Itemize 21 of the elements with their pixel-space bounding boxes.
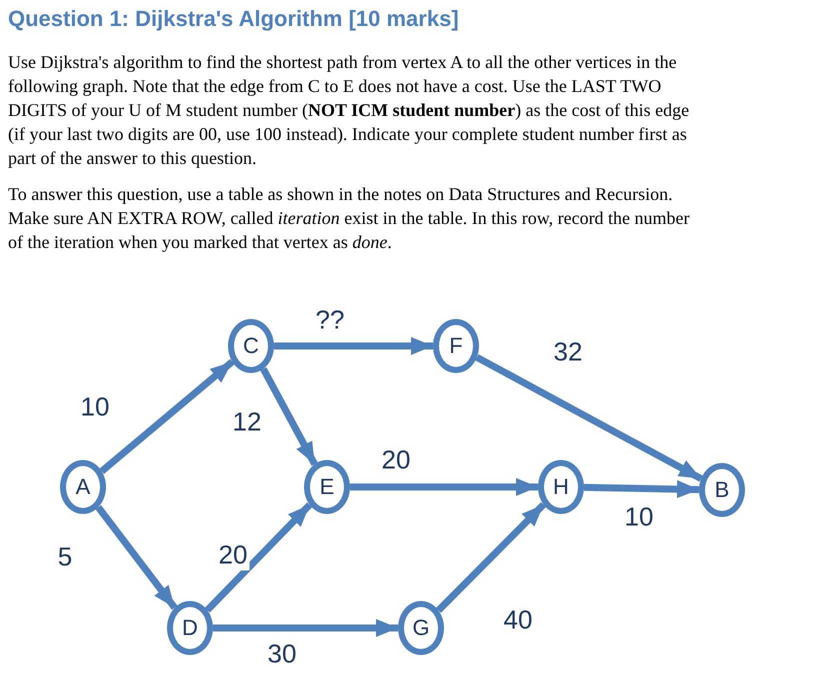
vertex-circle: H xyxy=(538,460,584,514)
arrow xyxy=(475,354,703,482)
arrow xyxy=(99,359,235,474)
arrow xyxy=(213,619,398,637)
vertex-circle: C xyxy=(228,319,274,373)
vertex-circle: A xyxy=(60,460,106,514)
arrow xyxy=(350,478,538,496)
arrow xyxy=(436,502,546,613)
vertex-circle: B xyxy=(699,463,745,517)
vertex-circle: F xyxy=(433,319,479,373)
question-title: Question 1: Dijkstra's Algorithm [10 marks] xyxy=(8,6,459,32)
arrow xyxy=(260,367,318,466)
arrow xyxy=(96,505,178,610)
question-paragraph: To answer this question, use a table as shown in the notes on Data Structures and Recursion. Make sure AN EXTRA ROW, called iteration exist in the table. In this row, record the number of the iteration when you marked that vertex as done. xyxy=(8,183,691,254)
vertex-circle: G xyxy=(398,601,444,655)
arrow xyxy=(584,480,700,498)
vertex-circle: E xyxy=(304,460,350,514)
vertex-circle: D xyxy=(167,601,213,655)
arrow xyxy=(274,337,433,355)
arrow xyxy=(204,502,312,613)
question-paragraph: Use Dijkstra's algorithm to find the shortest path from vertex A to all the other vertices in the following graph. Note that the edge from C to E does not have a cost. Use the LAST TWO DIGITS of your U of M student number (NOT ICM student number) as the cost of this edge (if your last two digits are 00, use 100 instead). Indicate your complete student number first as part of the answer to this question. xyxy=(8,51,690,170)
